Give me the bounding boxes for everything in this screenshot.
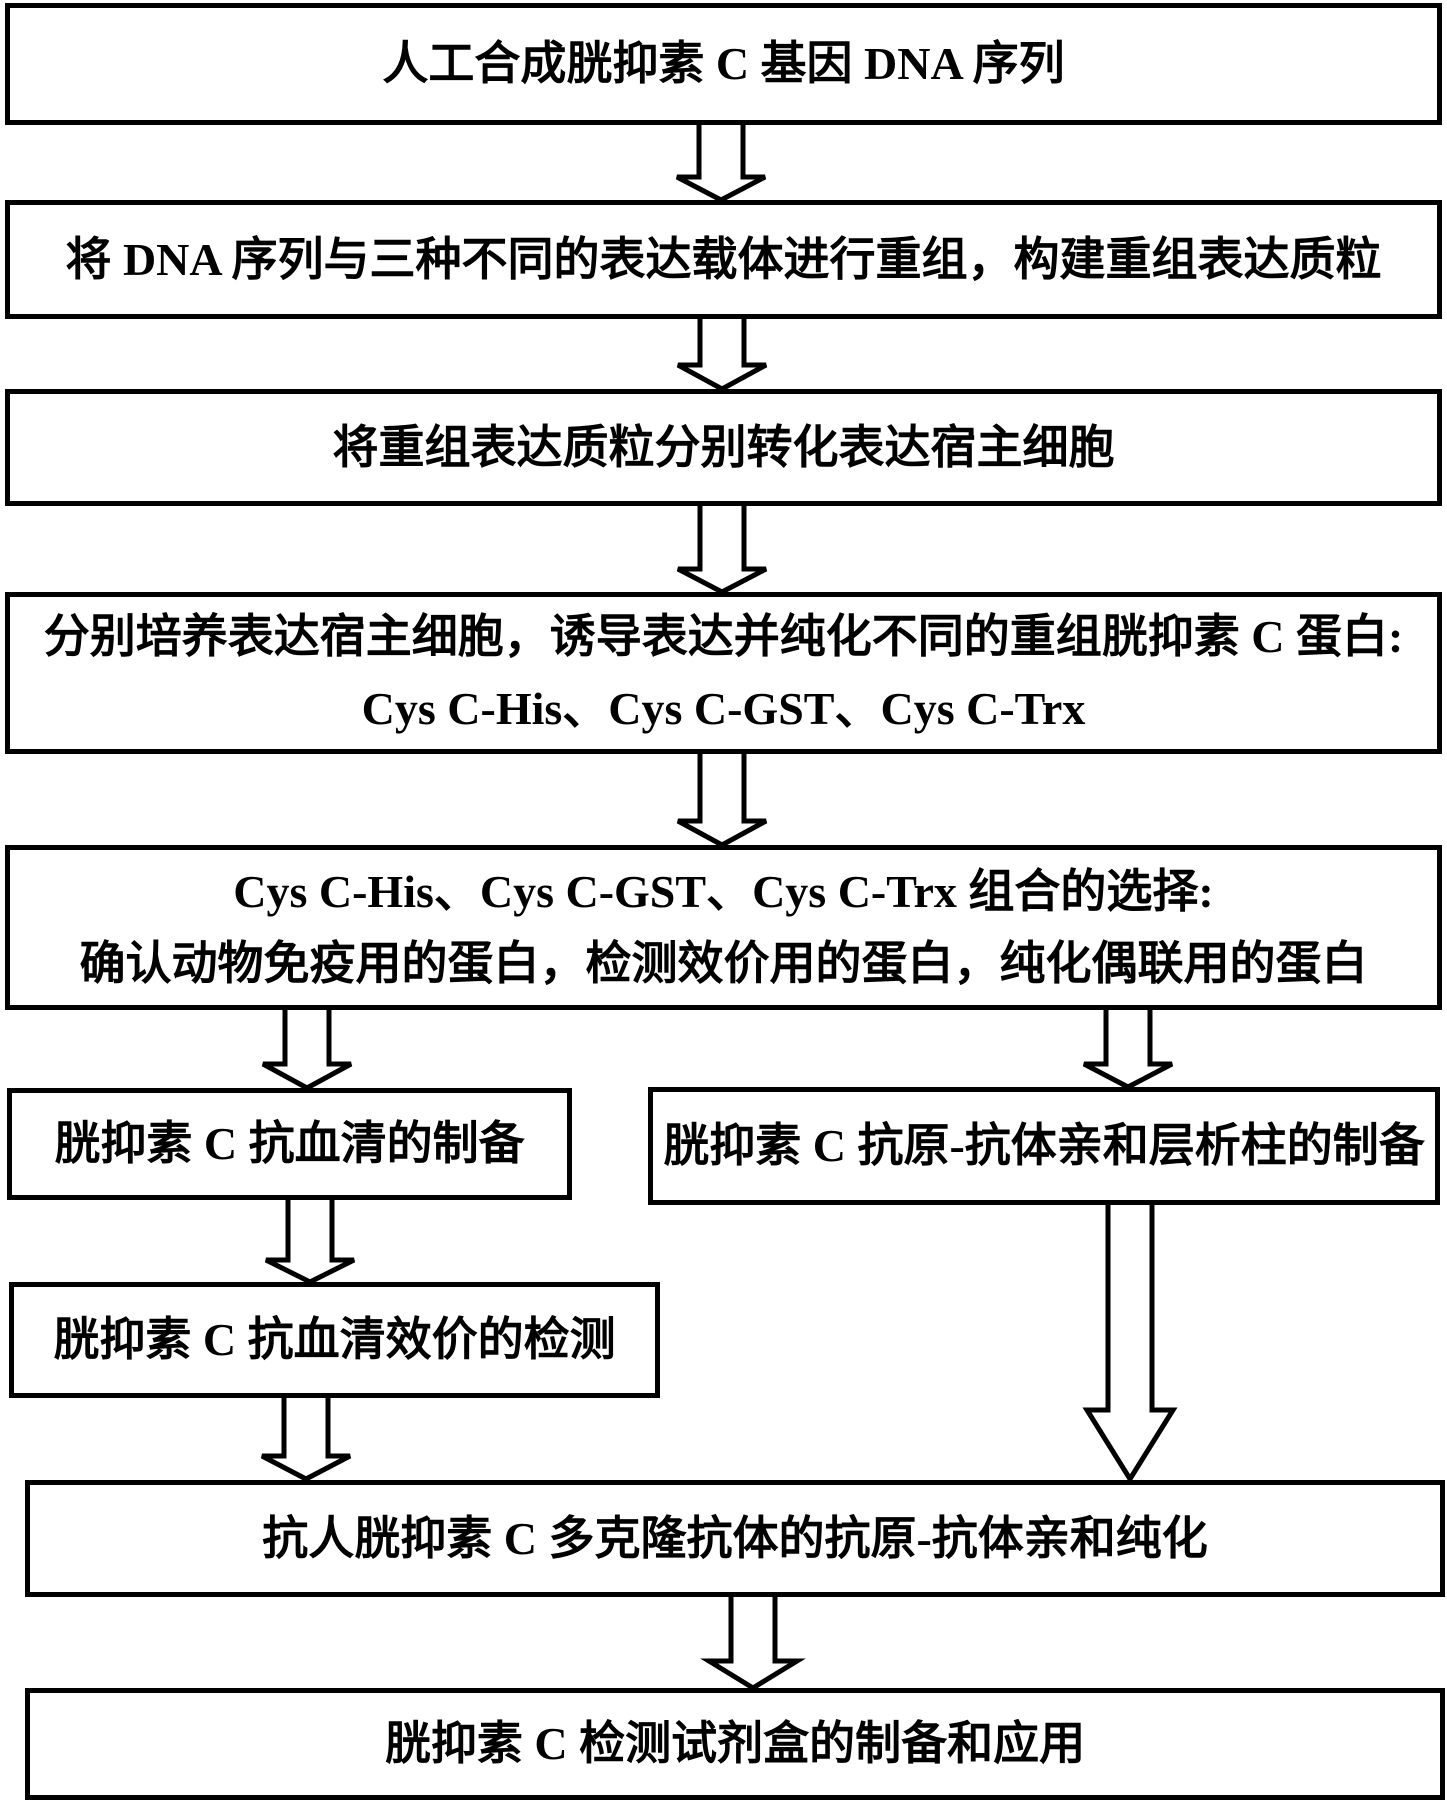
node-text: 胱抑素 C 抗原-抗体亲和层析柱的制备	[663, 1120, 1425, 1171]
node-transform-host-cells: 将重组表达质粒分别转化表达宿主细胞	[5, 389, 1442, 506]
node-text: 胱抑素 C 抗血清的制备	[54, 1118, 525, 1169]
node-text: 将重组表达质粒分别转化表达宿主细胞	[332, 421, 1115, 473]
node-text: 人工合成胱抑素 C 基因 DNA 序列	[382, 38, 1065, 89]
node-antiserum-preparation: 胱抑素 C 抗血清的制备	[7, 1088, 572, 1200]
arrow-down-icon-2	[676, 318, 768, 392]
node-text: Cys C-His、Cys C-GST、Cys C-Trx	[361, 683, 1086, 734]
node-text: 胱抑素 C 抗血清效价的检测	[53, 1314, 616, 1365]
node-antiserum-titer-test: 胱抑素 C 抗血清效价的检测	[9, 1282, 660, 1398]
node-text: 抗人胱抑素 C 多克隆抗体的抗原-抗体亲和纯化	[262, 1512, 1208, 1564]
arrow-down-icon-5-right	[1082, 1008, 1174, 1090]
node-text: 将 DNA 序列与三种不同的表达载体进行重组，构建重组表达质粒	[65, 233, 1382, 285]
node-text: 胱抑素 C 检测试剂盒的制备和应用	[384, 1718, 1086, 1769]
arrow-down-icon-3	[676, 504, 768, 595]
arrow-down-icon-5-left	[261, 1008, 353, 1091]
node-antibody-affinity-purification: 抗人胱抑素 C 多克隆抗体的抗原-抗体亲和纯化	[25, 1480, 1445, 1597]
node-recombine-vectors: 将 DNA 序列与三种不同的表达载体进行重组，构建重组表达质粒	[5, 200, 1442, 319]
node-text: 确认动物免疫用的蛋白，检测效价用的蛋白，纯化偶联用的蛋白	[79, 937, 1368, 989]
arrow-down-icon-6	[264, 1198, 356, 1285]
node-affinity-column-preparation: 胱抑素 C 抗原-抗体亲和层析柱的制备	[648, 1087, 1440, 1205]
node-synthesize-gene: 人工合成胱抑素 C 基因 DNA 序列	[5, 3, 1442, 125]
node-text: Cys C-His、Cys C-GST、Cys C-Trx 组合的选择:	[233, 865, 1214, 917]
arrow-down-icon-7	[260, 1396, 352, 1482]
arrow-down-icon-9	[700, 1595, 806, 1691]
arrow-down-icon-1	[675, 123, 767, 203]
node-combination-selection: Cys C-His、Cys C-GST、Cys C-Trx 组合的选择: 确认动…	[5, 845, 1442, 1010]
node-culture-purify-proteins: 分别培养表达宿主细胞，诱导表达并纯化不同的重组胱抑素 C 蛋白: Cys C-H…	[5, 592, 1442, 754]
node-text: 分别培养表达宿主细胞，诱导表达并纯化不同的重组胱抑素 C 蛋白:	[43, 611, 1404, 662]
arrow-down-icon-4	[676, 753, 768, 848]
arrow-down-icon-8-long	[1082, 1203, 1178, 1484]
node-kit-preparation-application: 胱抑素 C 检测试剂盒的制备和应用	[25, 1688, 1445, 1800]
